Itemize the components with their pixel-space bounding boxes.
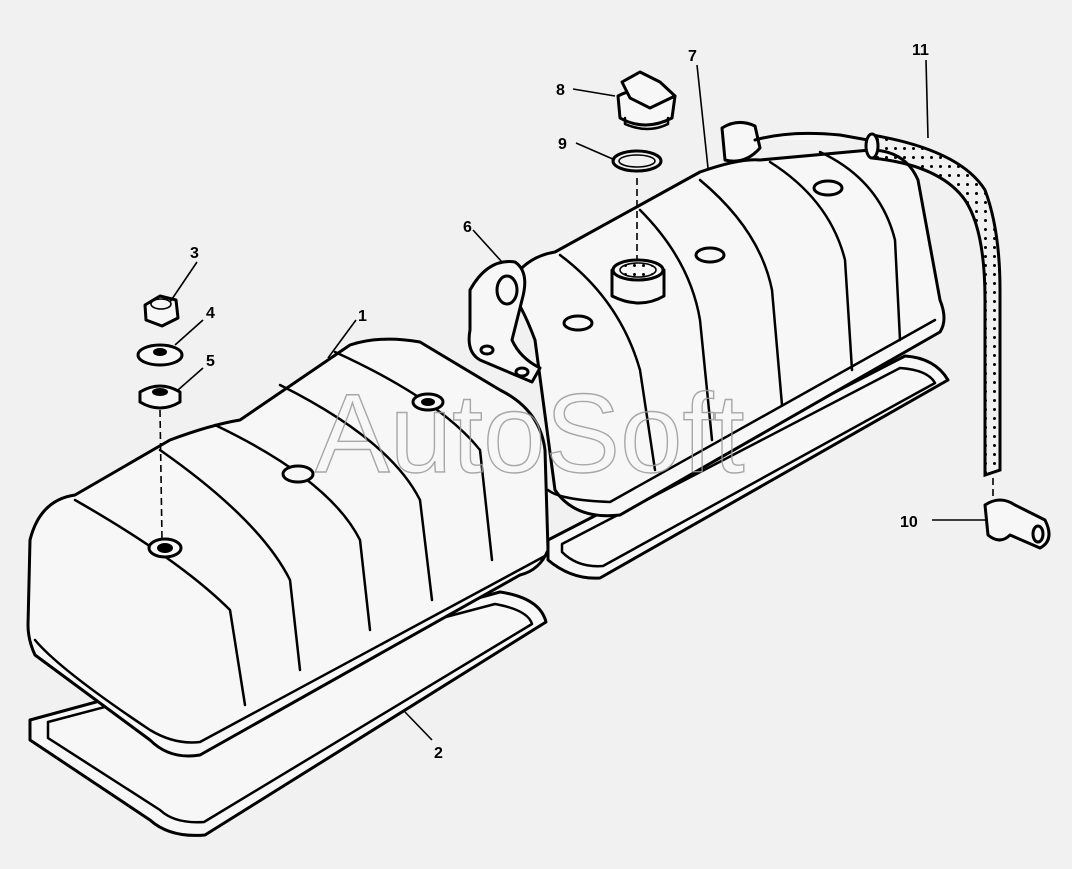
callout-4: 4	[206, 305, 215, 322]
nut	[143, 294, 180, 328]
callout-9: 9	[558, 136, 567, 153]
right-gasket	[546, 354, 950, 580]
callout-3: 3	[190, 245, 199, 262]
callout-7: 7	[688, 48, 697, 65]
o-ring	[611, 149, 663, 173]
callout-2: 2	[434, 745, 443, 762]
callout-1: 1	[358, 308, 367, 325]
callout-6: 6	[463, 219, 472, 236]
callout-10: 10	[900, 514, 918, 531]
washer	[136, 343, 184, 367]
lifting-bracket	[467, 260, 542, 384]
watermark-text: AutoSoft	[315, 371, 745, 496]
leader-lines	[169, 59, 988, 741]
left-gasket	[28, 590, 548, 837]
left-valve-cover	[26, 337, 550, 758]
callout-5: 5	[206, 353, 215, 370]
breather-hose	[864, 132, 1002, 478]
hose-clamp	[983, 498, 1051, 550]
right-valve-cover	[506, 121, 946, 518]
callout-11: 11	[912, 42, 929, 59]
rubber-seal	[138, 384, 182, 410]
callout-8: 8	[556, 82, 565, 99]
filler-cap	[616, 70, 677, 131]
